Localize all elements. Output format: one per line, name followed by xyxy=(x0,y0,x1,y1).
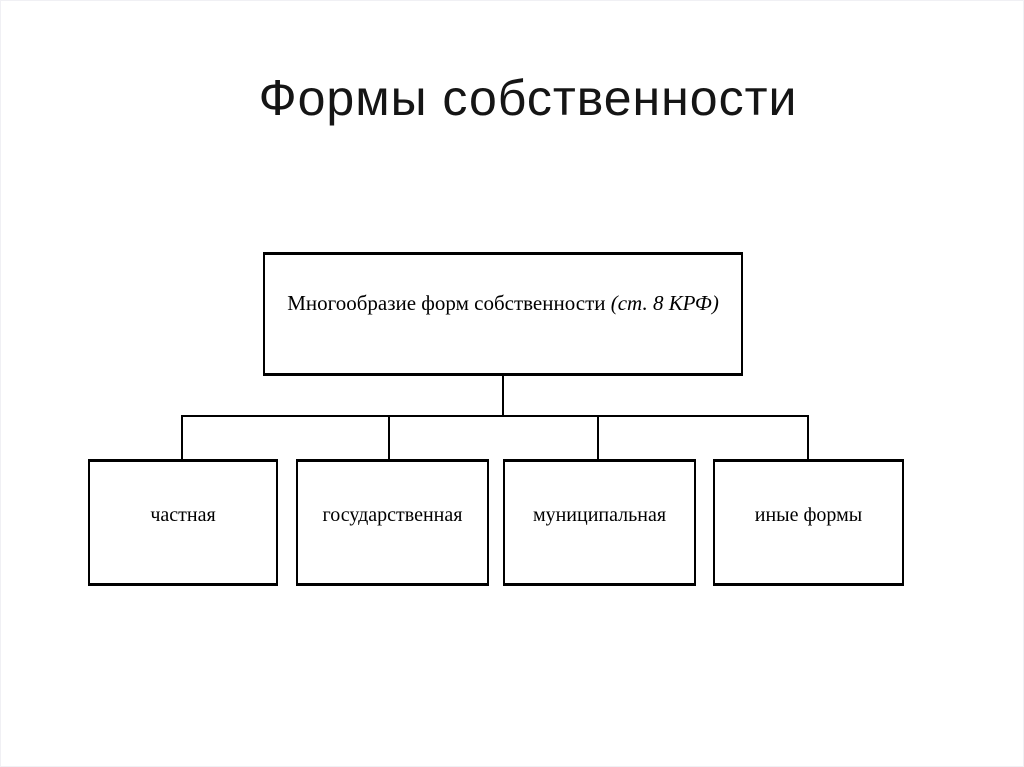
diagram-child-box-private: частная xyxy=(88,459,278,586)
diagram-root-label: Многообразие форм собственности (ст. 8 К… xyxy=(287,291,719,315)
diagram-child-label: муниципальная xyxy=(532,504,667,526)
diagram-child-box-other: иные формы xyxy=(713,459,904,586)
diagram-child-box-municipal: муниципальная xyxy=(503,459,696,586)
diagram-child-label: государственная xyxy=(322,504,463,526)
diagram-child-label: частная xyxy=(150,504,216,526)
diagram-root-box: Многообразие форм собственности (ст. 8 К… xyxy=(263,252,743,376)
diagram-root-note: (ст. 8 КРФ) xyxy=(610,291,719,315)
connector-drop-4 xyxy=(807,415,809,459)
diagram-child-box-state: государственная xyxy=(296,459,489,586)
diagram-child-label: иные формы xyxy=(754,504,863,526)
page-title: Формы собственности xyxy=(258,70,798,126)
connector-root-stub xyxy=(502,376,504,417)
connector-drop-3 xyxy=(597,415,599,459)
connector-horizontal xyxy=(181,415,809,417)
connector-drop-2 xyxy=(388,415,390,459)
connector-drop-1 xyxy=(181,415,183,459)
